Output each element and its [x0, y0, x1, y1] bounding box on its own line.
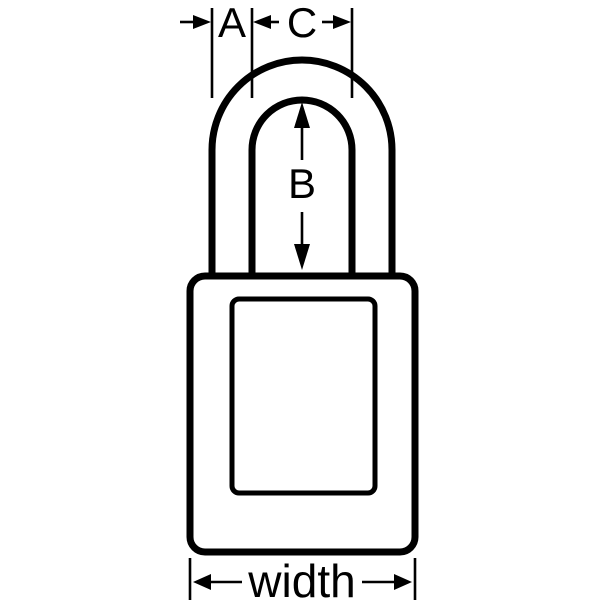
dim-label-c: C	[287, 0, 317, 46]
dim-b-up-arrowhead-icon	[294, 102, 310, 128]
dim-b-annotation: B	[288, 102, 316, 270]
bottom-dimension-annotations: width	[188, 555, 417, 600]
dim-c-right-arrowhead-icon	[333, 15, 351, 29]
dim-label-width: width	[247, 555, 355, 600]
dim-width-right-arrowhead-icon	[394, 574, 412, 590]
dim-a-right-arrowhead-icon	[193, 15, 211, 29]
shackle-outer-outline	[208, 56, 396, 278]
dim-c-left-arrowhead-icon	[253, 15, 271, 29]
shackle-inner-outline	[248, 96, 356, 278]
dim-label-b: B	[288, 160, 316, 207]
lock-body-label-area	[229, 296, 378, 496]
top-dimension-annotations: A C	[180, 0, 354, 98]
dim-width-left-arrowhead-icon	[193, 574, 211, 590]
dim-b-down-arrowhead-icon	[294, 244, 310, 270]
dim-label-a: A	[218, 0, 246, 46]
padlock: B	[186, 56, 419, 556]
